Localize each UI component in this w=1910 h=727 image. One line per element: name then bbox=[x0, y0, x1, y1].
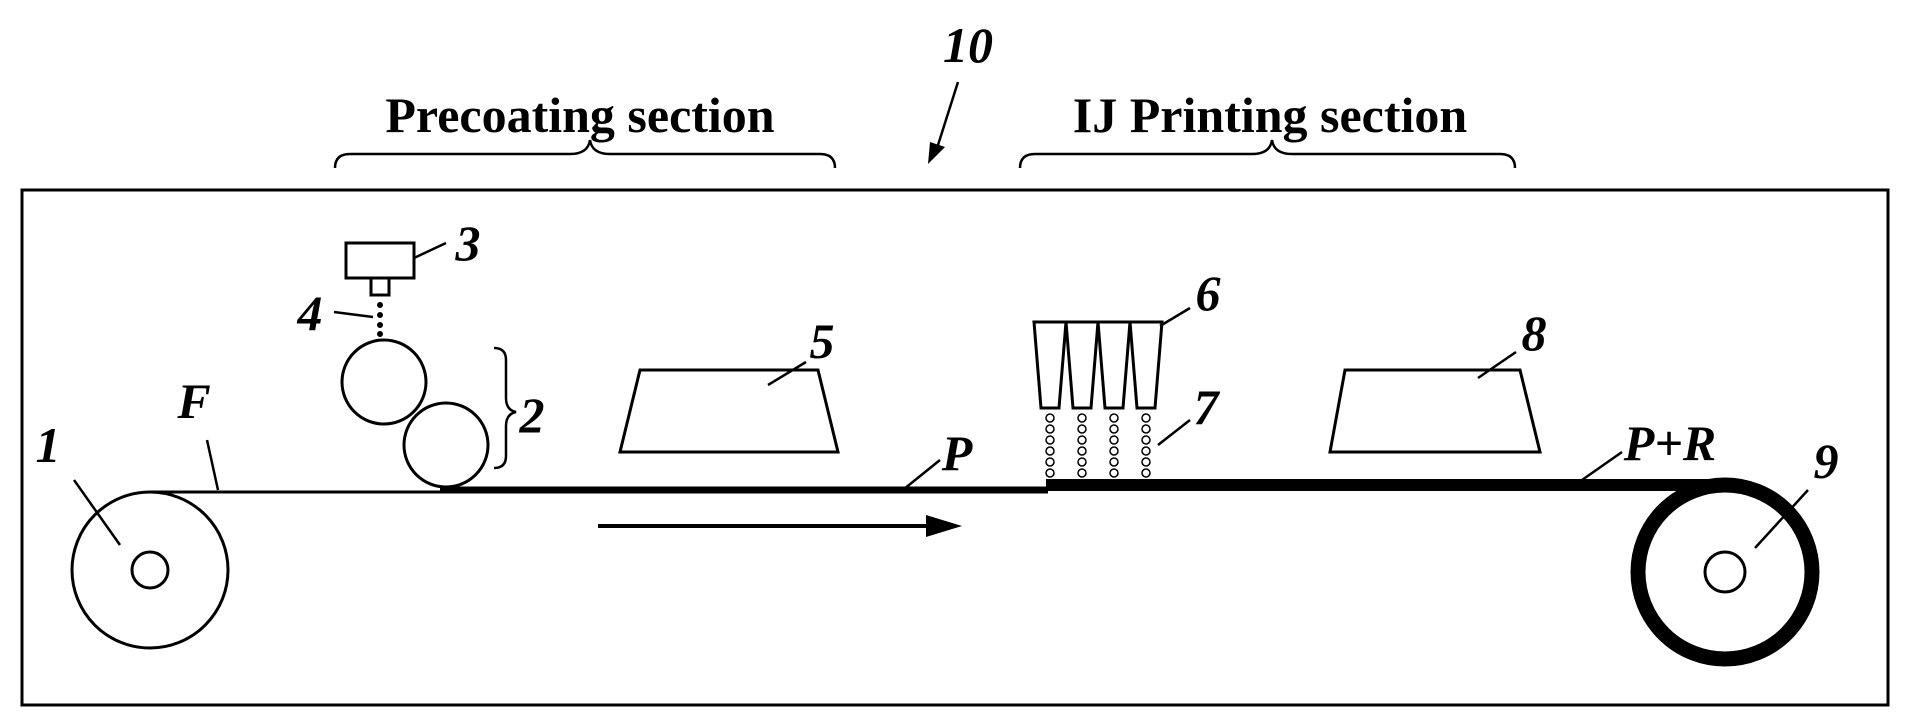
ink-droplet bbox=[1110, 425, 1118, 433]
ink-droplets bbox=[1046, 414, 1150, 477]
inkjet-heads-label: 6 bbox=[1196, 265, 1221, 321]
film-label: F bbox=[176, 373, 210, 429]
printed-film-leader bbox=[1582, 452, 1622, 480]
inkjet-head bbox=[1130, 322, 1162, 408]
ink-droplet bbox=[1142, 436, 1150, 444]
supply-nozzle-body bbox=[346, 243, 414, 278]
apparatus-pointer-arrowhead bbox=[928, 142, 945, 164]
ink-droplet bbox=[1110, 436, 1118, 444]
dryer-1-leader bbox=[768, 362, 806, 385]
ink-droplet bbox=[1110, 447, 1118, 455]
precoated-film-label: P bbox=[941, 425, 973, 481]
ink-droplet bbox=[1046, 414, 1054, 422]
coating-liquid-drops bbox=[377, 302, 383, 337]
dryer-1 bbox=[620, 370, 838, 452]
coating-rolls-label: 2 bbox=[519, 387, 545, 443]
ink-droplet bbox=[1142, 414, 1150, 422]
ink-droplet bbox=[1046, 436, 1054, 444]
transport-direction-arrowhead bbox=[926, 515, 962, 537]
unwind-roll bbox=[72, 492, 228, 648]
coating-liquid-label: 4 bbox=[297, 285, 323, 341]
apparatus-number-label: 10 bbox=[943, 17, 993, 73]
precoating-brace bbox=[335, 140, 835, 168]
ij-printing-brace bbox=[1020, 140, 1515, 168]
printed-film-label: P+R bbox=[1623, 415, 1716, 471]
ink-droplet bbox=[1078, 436, 1086, 444]
ink-droplet bbox=[1142, 458, 1150, 466]
ink-droplet bbox=[1078, 447, 1086, 455]
inkjet-head bbox=[1066, 322, 1098, 408]
ink-droplet bbox=[1046, 425, 1054, 433]
ink-droplet bbox=[1110, 469, 1118, 477]
ink-droplet bbox=[1110, 414, 1118, 422]
ink-droplet bbox=[1078, 458, 1086, 466]
coating-roll-upper bbox=[342, 340, 426, 424]
precoated-film-leader bbox=[904, 460, 940, 489]
precoating-section-label: Precoating section bbox=[385, 87, 774, 143]
ink-droplet bbox=[1046, 469, 1054, 477]
unwind-roll-hub bbox=[132, 552, 168, 588]
unwind-roll-label: 1 bbox=[36, 417, 61, 473]
dryer-2-label: 8 bbox=[1522, 305, 1547, 361]
ij-printing-section-label: IJ Printing section bbox=[1073, 87, 1468, 143]
ink-droplet bbox=[1142, 447, 1150, 455]
dryer-1-label: 5 bbox=[810, 313, 835, 369]
ink-droplets-leader bbox=[1158, 420, 1190, 445]
ink-droplet bbox=[1078, 414, 1086, 422]
ink-droplet bbox=[1142, 425, 1150, 433]
supply-nozzle-leader bbox=[414, 243, 446, 258]
inkjet-head bbox=[1098, 322, 1130, 408]
supply-nozzle-label: 3 bbox=[455, 215, 481, 271]
inkjet-heads-leader bbox=[1160, 308, 1190, 326]
film-leader bbox=[207, 440, 218, 490]
coating-roll-lower bbox=[404, 403, 488, 487]
coating-rolls-brace bbox=[494, 348, 516, 468]
ink-droplet bbox=[1110, 458, 1118, 466]
ink-droplet bbox=[1142, 469, 1150, 477]
ink-droplet bbox=[1046, 447, 1054, 455]
inkjet-heads bbox=[1034, 322, 1162, 408]
winding-roll-hub bbox=[1705, 552, 1745, 592]
ink-droplet bbox=[1078, 469, 1086, 477]
dryer-2-leader bbox=[1478, 352, 1516, 378]
ink-droplets-label: 7 bbox=[1194, 379, 1221, 435]
ink-droplet bbox=[1078, 425, 1086, 433]
supply-nozzle-tip bbox=[371, 278, 389, 295]
winding-roll-label: 9 bbox=[1814, 433, 1839, 489]
inkjet-head bbox=[1034, 322, 1066, 408]
apparatus-pointer-line bbox=[938, 82, 958, 145]
ink-droplet bbox=[1046, 458, 1054, 466]
dryer-2 bbox=[1330, 370, 1540, 452]
winding-roll bbox=[1638, 485, 1812, 659]
coating-liquid-leader bbox=[334, 312, 373, 317]
